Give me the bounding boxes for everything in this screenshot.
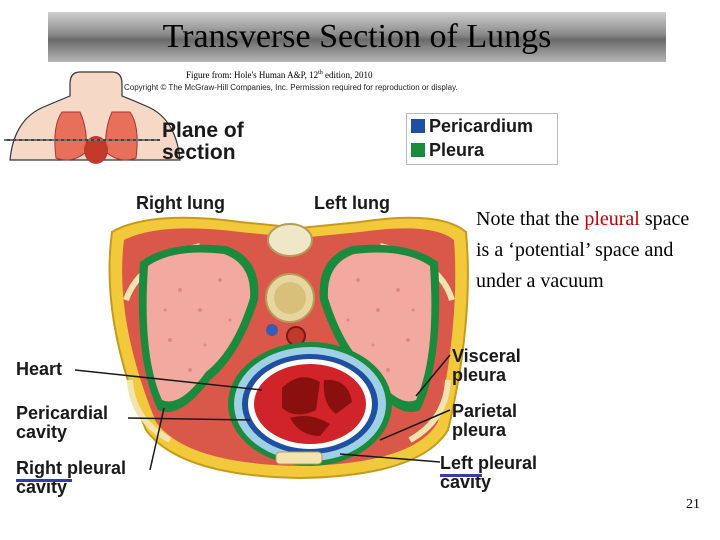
left-pleural-cavity-label: Left pleural cavity (440, 454, 537, 492)
pleural-space-note: Note that the pleural space is a ‘potent… (476, 204, 696, 297)
left-lung-label: Left lung (314, 193, 390, 213)
visceral-pleura-label: Visceral pleura (452, 347, 521, 385)
pericardial-cavity-line2: cavity (16, 421, 68, 442)
torso-figure (4, 71, 181, 164)
pericardial-cavity-line1: Pericardial (16, 403, 109, 423)
legend-label-pleura: Pleura (429, 139, 485, 160)
plane-label-line1: Plane of (162, 119, 244, 142)
figure-credit: Figure from: Hole's Human A&P, 12th edit… (186, 70, 373, 80)
legend-label-pericardium: Pericardium (429, 115, 534, 136)
pericardial-cavity-label: Pericardial cavity (16, 404, 108, 442)
leader-lines (74, 354, 451, 471)
slide-title: Transverse Section of Lungs (162, 18, 552, 55)
right-pleural-cavity-line2: cavity (16, 476, 68, 497)
left-pleural-word-pleural: pleural (473, 453, 538, 473)
visceral-pleura-line1: Visceral (452, 346, 521, 366)
right-lung-label: Right lung (136, 193, 225, 213)
right-underline (16, 479, 72, 482)
left-underline (440, 474, 482, 477)
right-pleural-word-pleural: pleural (61, 458, 127, 478)
parietal-pleura-line1: Parietal (452, 401, 518, 421)
right-pleural-cavity-label: Right pleural cavity (16, 459, 126, 497)
note-text-end: space is a ‘potential’ space and under a… (476, 208, 690, 292)
plane-of-section-label: Plane of section (162, 119, 244, 165)
parietal-pleura-label: Parietal pleura (452, 402, 517, 440)
heart-label: Heart (16, 359, 63, 379)
left-lung-shape (319, 244, 440, 412)
legend-item-pleura: Pleura (407, 138, 557, 162)
visceral-pleura-line2: pleura (452, 364, 507, 385)
title-bar: Transverse Section of Lungs (48, 12, 666, 62)
sternum (275, 451, 323, 465)
credit-sup: th (318, 70, 323, 76)
esophagus (266, 324, 278, 336)
legend-item-pericardium: Pericardium (407, 114, 557, 138)
credit-prefix: Figure from: Hole's Human A&P, 12 (186, 70, 319, 80)
pericardium-swatch (411, 119, 425, 133)
plane-label-line2: section (162, 141, 236, 165)
page-number: 21 (686, 497, 700, 512)
right-pleural-word-right: Right (16, 458, 62, 478)
credit-suffix: edition, 2010 (322, 70, 373, 80)
right-lung-shape (138, 244, 259, 412)
legend: Pericardium Pleura (406, 113, 558, 165)
heart-shape (228, 342, 392, 466)
note-highlight-pleural: pleural (584, 208, 640, 230)
copyright-notice: Copyright © The McGraw-Hill Companies, I… (124, 83, 458, 92)
left-pleural-word-left: Left (440, 453, 473, 473)
note-text-start: Note that the (476, 208, 585, 230)
parietal-pleura-line2: pleura (452, 419, 507, 440)
vertebra (265, 223, 315, 323)
left-pleural-cavity-line2: cavity (440, 471, 492, 492)
pleura-swatch (411, 143, 425, 157)
